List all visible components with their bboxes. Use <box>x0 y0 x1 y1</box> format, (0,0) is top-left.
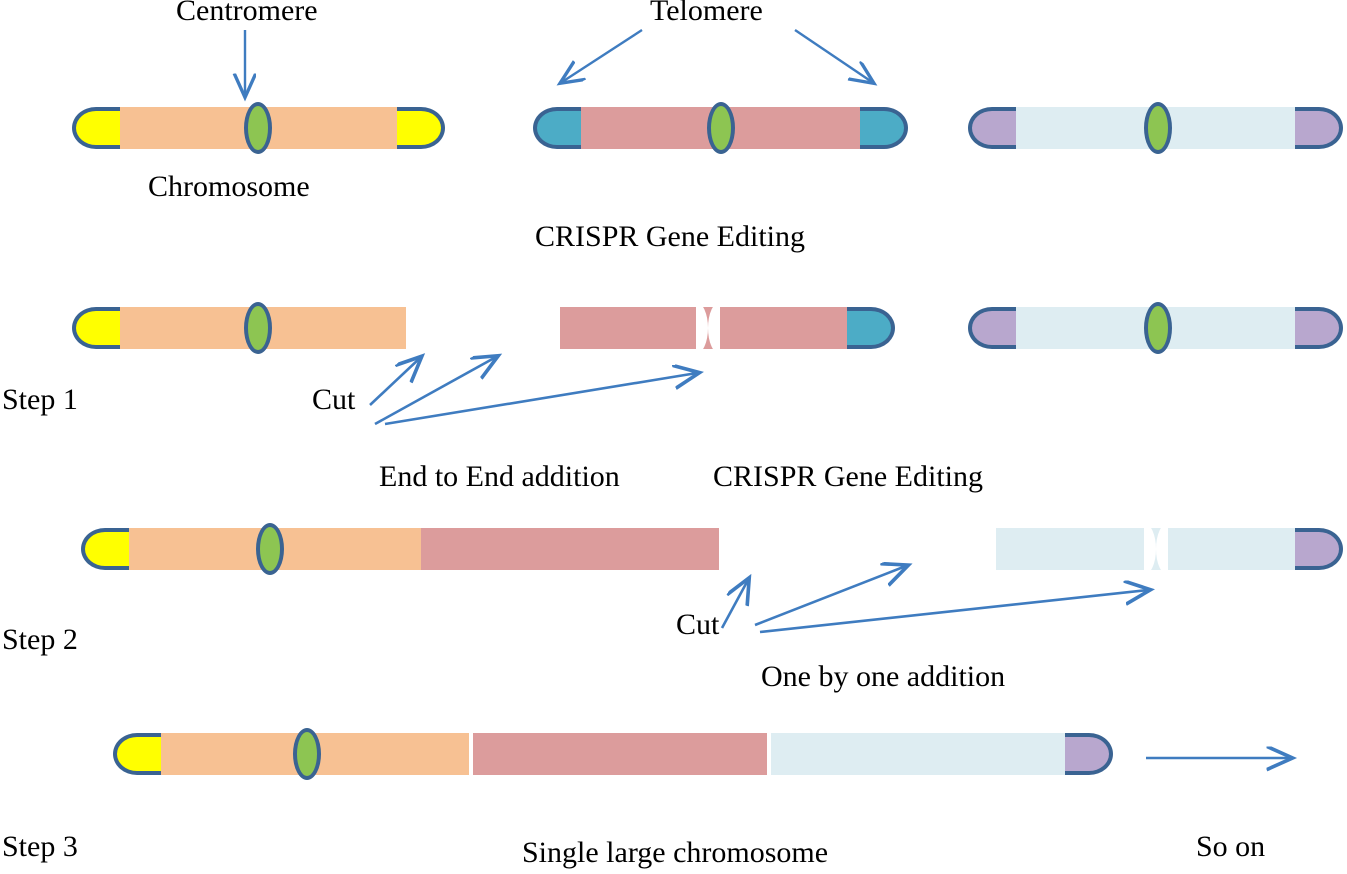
chromosome-lightblue-cut-left-no-centromere <box>996 523 1343 575</box>
centromere-green <box>1144 102 1172 154</box>
label-single-large-chromosome: Single large chromosome <box>522 836 829 869</box>
centromere-green <box>1144 302 1172 354</box>
chromosome-arm-pink <box>421 528 719 570</box>
telomere-cap-left-yellow <box>72 107 120 149</box>
arrow-telomere-left <box>562 28 643 82</box>
telomere-cap-left-yellow <box>81 528 129 570</box>
telomere-cap-left-purple <box>968 107 1016 149</box>
centromere-removed-gap <box>696 302 720 354</box>
label-chromosome: Chromosome <box>148 170 310 203</box>
label-telomere: Telomere <box>650 0 763 27</box>
arrow-cut-step2-a <box>720 580 748 629</box>
label-so-on: So on <box>1196 830 1266 863</box>
label-cut-step2: Cut <box>676 608 720 641</box>
label-crispr-gene-editing-mid: CRISPR Gene Editing <box>713 460 984 493</box>
label-crispr-gene-editing-top: CRISPR Gene Editing <box>535 220 806 253</box>
label-cut-step1: Cut <box>312 383 356 416</box>
chromosome-orange-intact <box>72 102 445 154</box>
chromosome-arm-orange <box>121 528 459 570</box>
label-step-3: Step 3 <box>2 830 78 863</box>
chromosome-arm-pink <box>473 733 767 775</box>
chromosome-arm-lightblue <box>771 733 1073 775</box>
arrow-cut-step1-a <box>369 358 420 406</box>
arrow-cut-step2-b <box>754 566 906 627</box>
arrow-cut-step1-b <box>374 357 496 426</box>
centromere-green <box>244 302 272 354</box>
label-centromere: Centromere <box>176 0 318 27</box>
telomere-cap-right-teal <box>847 307 895 349</box>
label-step-2: Step 2 <box>2 623 78 656</box>
chromosome-pink-intact <box>533 102 908 154</box>
arrow-cut-step2-c <box>759 590 1148 634</box>
chromosome-single-large-fused <box>113 728 1113 780</box>
chromosome-orange-pink-fused <box>81 523 719 575</box>
label-step-1: Step 1 <box>2 383 78 416</box>
centromere-green <box>244 102 272 154</box>
telomere-cap-right-purple <box>1295 107 1343 149</box>
arrow-cut-step1-c <box>384 373 697 426</box>
centromere-green <box>293 728 321 780</box>
telomere-cap-right-purple <box>1295 528 1343 570</box>
centromere-green <box>707 102 735 154</box>
telomere-cap-left-yellow <box>113 733 161 775</box>
telomere-cap-right-purple <box>1295 307 1343 349</box>
telomere-cap-left-yellow <box>72 307 120 349</box>
telomere-cap-left-purple <box>968 307 1016 349</box>
telomere-cap-right-purple <box>1065 733 1113 775</box>
telomere-cap-right-teal <box>860 107 908 149</box>
telomere-cap-left-teal <box>533 107 581 149</box>
chromosome-lightblue-intact <box>968 102 1343 154</box>
centromere-removed-gap <box>1144 523 1168 575</box>
chromosome-pink-cut-left-no-centromere <box>560 302 895 354</box>
arrow-telomere-right <box>794 29 872 82</box>
chromosome-lightblue-intact <box>968 302 1343 354</box>
centromere-green <box>256 523 284 575</box>
telomere-cap-right-yellow <box>397 107 445 149</box>
label-end-to-end-addition: End to End addition <box>379 460 620 493</box>
label-one-by-one-addition: One by one addition <box>761 660 1006 693</box>
chromosome-orange-cut-right <box>72 302 406 354</box>
